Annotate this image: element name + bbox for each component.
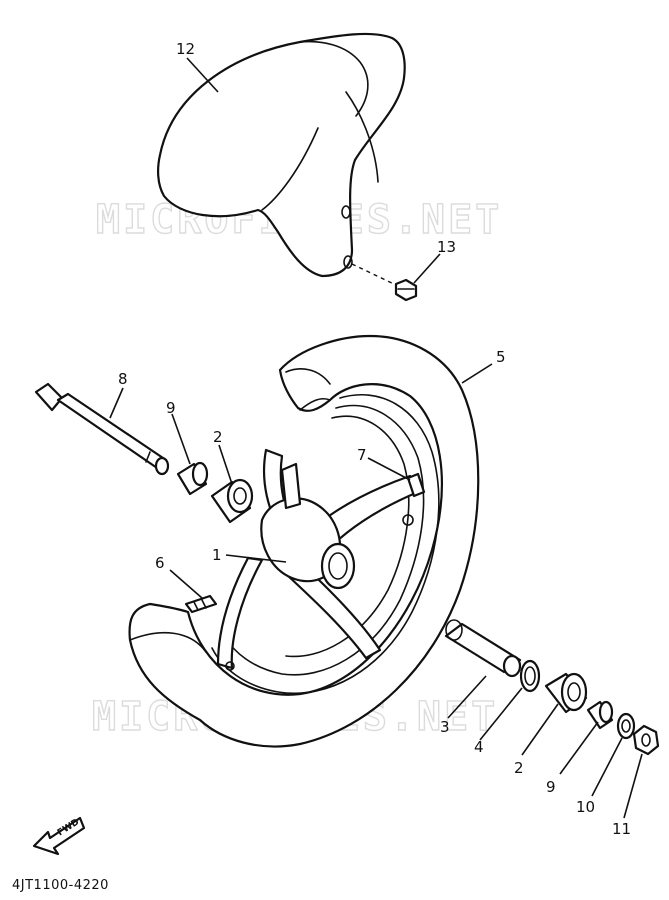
callout-10: 10 (576, 798, 595, 816)
leader-8 (109, 387, 124, 419)
callout-6: 6 (155, 554, 165, 572)
callout-4: 4 (474, 738, 484, 756)
spacer (444, 619, 522, 678)
leader-7 (367, 457, 411, 481)
callout-12: 12 (176, 40, 195, 58)
leader-10 (591, 737, 623, 797)
leader-9-right (559, 721, 599, 775)
callout-1: 1 (212, 546, 222, 564)
callout-9-left: 9 (166, 399, 176, 417)
callout-11: 11 (612, 820, 631, 838)
leader-6 (169, 569, 203, 599)
bearing-left (210, 478, 254, 524)
fender-bolt (394, 278, 418, 302)
diagram-code: 4JT1100-4220 (12, 878, 109, 893)
leader-1 (225, 554, 287, 563)
leader-11 (623, 753, 643, 819)
bolt-axis-line (351, 263, 399, 287)
fwd-arrow-icon: FWD (32, 816, 86, 856)
wheel (211, 393, 440, 694)
washer (616, 712, 636, 740)
callout-9-right: 9 (546, 778, 556, 796)
collar-right (586, 700, 614, 730)
balance-weight (184, 594, 218, 614)
front-fender (157, 32, 406, 278)
callout-7: 7 (357, 446, 367, 464)
tire-valve (406, 472, 426, 498)
leader-2-left (218, 444, 233, 485)
collar-left (176, 461, 209, 496)
axle-nut (632, 724, 660, 756)
callout-13: 13 (437, 238, 456, 256)
callout-3: 3 (440, 718, 450, 736)
callout-5: 5 (496, 348, 506, 366)
leader-13 (413, 253, 441, 284)
leader-3 (447, 675, 487, 719)
bearing-right (544, 672, 588, 714)
leader-2-right (521, 703, 559, 756)
leader-12 (186, 57, 219, 93)
callout-2-right: 2 (514, 759, 524, 777)
leader-4 (479, 687, 523, 741)
leader-5 (461, 363, 493, 384)
front-axle (34, 382, 170, 476)
callout-2-left: 2 (213, 428, 223, 446)
callout-8: 8 (118, 370, 128, 388)
leader-9-left (171, 413, 191, 465)
oil-seal (519, 659, 541, 693)
